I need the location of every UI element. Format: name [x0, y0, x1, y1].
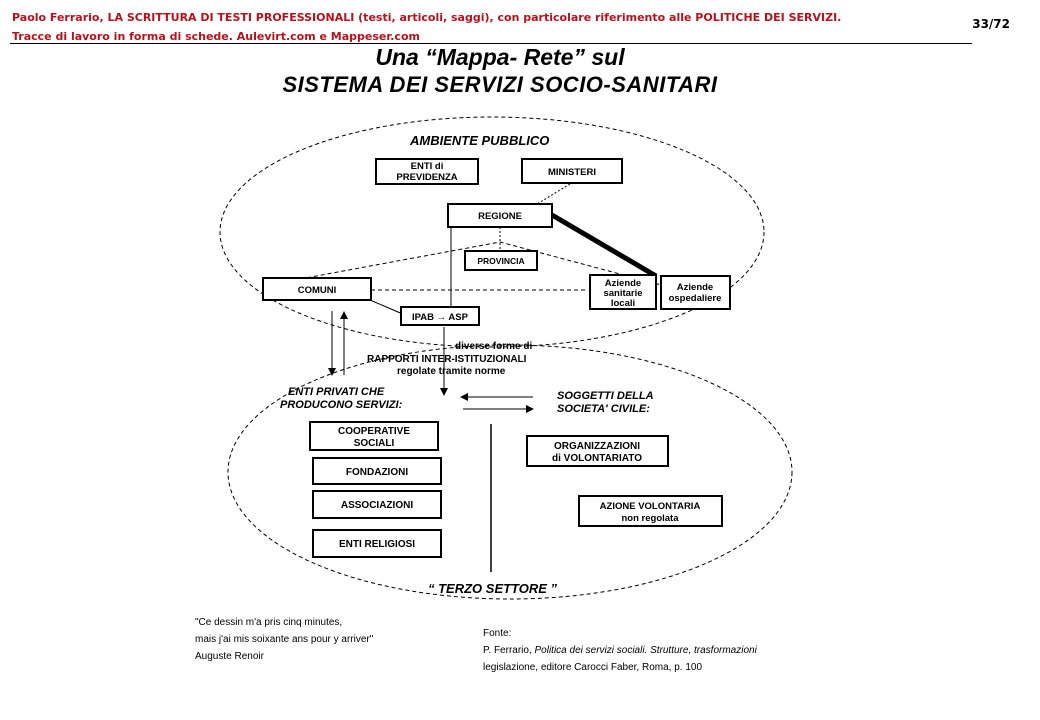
header-line-2: Tracce di lavoro in forma di schede. Aul… — [12, 30, 420, 43]
source-line-1: P. Ferrario, Politica dei servizi social… — [483, 642, 757, 659]
quote-author: Auguste Renoir — [195, 651, 264, 662]
quote-line-1: "Ce dessin m'a pris cinq minutes, — [195, 617, 343, 628]
organizzazioni-box — [526, 435, 669, 467]
aziende-sanitarie-line-3: locali — [611, 298, 635, 309]
terzo-settore-label: “ TERZO SETTORE ” — [428, 581, 558, 596]
ministeri-label: MINISTERI — [548, 167, 596, 178]
provincia-label: PROVINCIA — [477, 256, 524, 266]
header-divider — [10, 43, 972, 44]
source-book-title: Politica dei servizi sociali. Strutture,… — [534, 645, 757, 656]
enti-privati-line-1: ENTI PRIVATI CHE — [288, 386, 385, 398]
enti-religiosi-label: ENTI RELIGIOSI — [339, 539, 415, 550]
regione-box — [447, 203, 553, 228]
document-header: Paolo Ferrario, LA SCRITTURA DI TESTI PR… — [12, 8, 841, 46]
cooperative-line-1: COOPERATIVE — [338, 426, 410, 437]
source-line-2: legislazione, editore Carocci Faber, Rom… — [483, 662, 703, 673]
rapporti-line-2: RAPPORTI INTER-ISTITUZIONALI — [367, 354, 527, 365]
rapporti-line-1: diverse forme di — [455, 341, 532, 352]
ministeri-regione-link — [536, 183, 571, 205]
enti-previdenza-line-2: PREVIDENZA — [396, 172, 457, 183]
enti-privati-line-2: PRODUCONO SERVIZI: — [280, 399, 403, 411]
source-label: Fonte: — [483, 628, 512, 639]
soggetti-line-1: SOGGETTI DELLA — [557, 390, 654, 402]
ipab-asp-box — [400, 306, 480, 326]
aziende-ospedaliere-box — [660, 275, 731, 310]
renoir-quote: "Ce dessin m'a pris cinq minutes, mais j… — [195, 614, 373, 665]
enti-previdenza-line-1: ENTI di — [411, 161, 444, 172]
associazioni-box — [312, 490, 442, 519]
azione-volontaria-box — [578, 495, 723, 527]
fondazioni-label: FONDAZIONI — [346, 467, 408, 478]
fondazioni-box — [312, 457, 442, 485]
organizzazioni-line-1: ORGANIZZAZIONI — [554, 441, 640, 452]
quote-line-2: mais j'ai mis soixante ans pour y arrive… — [195, 634, 374, 645]
third-sector-ellipse — [227, 344, 793, 600]
source-citation: Fonte: P. Ferrario, Politica dei servizi… — [483, 625, 757, 676]
provincia-box — [464, 250, 538, 271]
ipab-asp-label: IPAB → ASP — [412, 312, 469, 323]
associazioni-label: ASSOCIAZIONI — [341, 500, 413, 511]
institutional-triangle-line — [299, 241, 681, 291]
cooperative-line-2: SOCIALI — [354, 438, 395, 449]
soggetti-line-2: SOCIETA' CIVILE: — [557, 403, 650, 415]
aziende-ospedaliere-line-1: Aziende — [677, 282, 713, 293]
title-line-1: Una “Mappa- Rete” sul — [375, 44, 625, 70]
organizzazioni-line-2: di VOLONTARIATO — [552, 453, 642, 464]
title-line-2: SISTEMA DEI SERVIZI SOCIO-SANITARI — [282, 72, 718, 97]
rapporti-line-3: regolate tramite norme — [397, 366, 506, 377]
regione-aziende-link — [550, 212, 658, 279]
enti-previdenza-box — [375, 158, 479, 185]
ministeri-box — [521, 158, 623, 184]
aziende-sanitarie-box — [589, 274, 657, 310]
ipab-link — [369, 299, 406, 316]
comuni-label: COMUNI — [298, 285, 337, 296]
comuni-box — [262, 277, 372, 301]
ambiente-pubblico-label: AMBIENTE PUBBLICO — [409, 133, 549, 148]
page-number: 33/72 — [972, 17, 1010, 31]
aziende-ospedaliere-line-2: ospedaliere — [669, 293, 722, 304]
azione-volontaria-line-1: AZIONE VOLONTARIA — [600, 501, 701, 512]
enti-religiosi-box — [312, 529, 442, 558]
public-environment-ellipse — [219, 116, 765, 348]
aziende-sanitarie-line-2: sanitarie — [603, 288, 642, 299]
header-line-1: Paolo Ferrario, LA SCRITTURA DI TESTI PR… — [12, 11, 842, 24]
azione-volontaria-line-2: non regolata — [621, 513, 679, 524]
source-author: P. Ferrario, — [483, 645, 535, 656]
cooperative-box — [309, 421, 439, 451]
regione-label: REGIONE — [478, 211, 522, 222]
aziende-sanitarie-line-1: Aziende — [605, 278, 641, 289]
